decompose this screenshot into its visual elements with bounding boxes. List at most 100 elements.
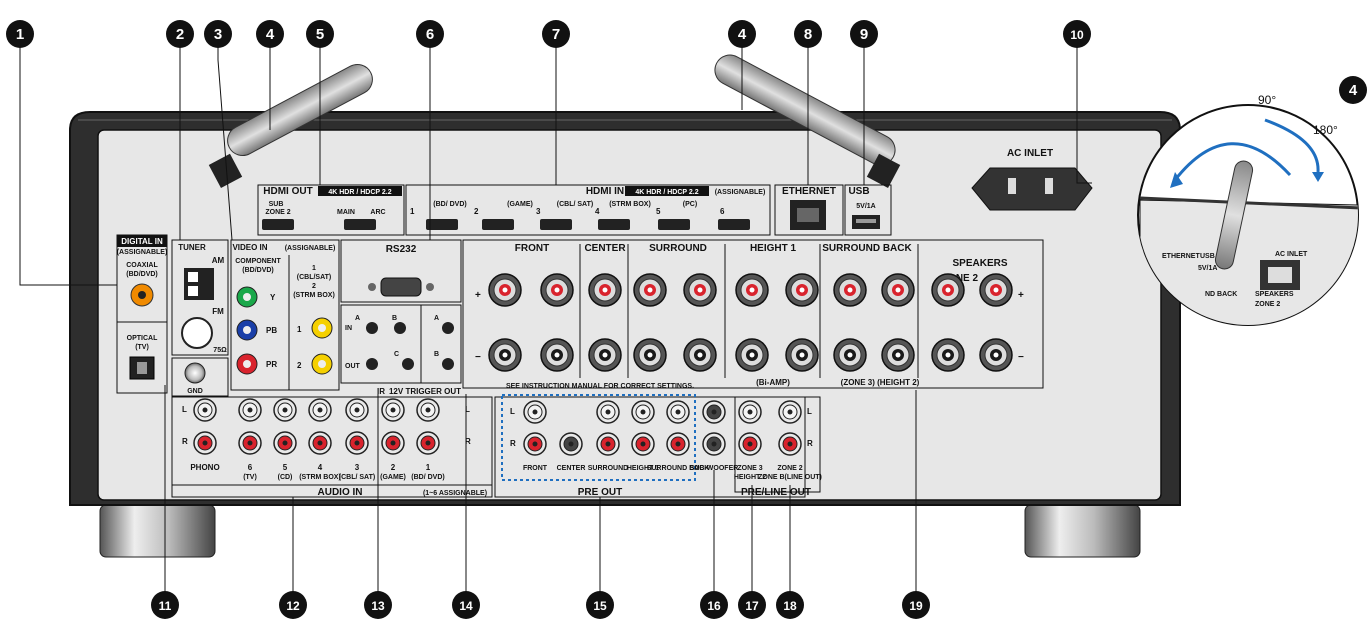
pre-out-front-l-jack[interactable] (523, 400, 547, 424)
speaker-terminal-0-minus[interactable] (488, 338, 522, 372)
ac-inlet-socket[interactable] (971, 167, 1093, 211)
inset-zone2: ZONE 2 (1255, 301, 1280, 308)
audio-in-l-jack-3[interactable] (308, 398, 332, 422)
speaker-terminal-8-minus[interactable] (881, 338, 915, 372)
speaker-terminal-10-minus[interactable] (979, 338, 1013, 372)
pre-out-surround-back-r-jack[interactable] (666, 432, 690, 456)
trigger-a-jack[interactable] (442, 322, 454, 334)
callout-17-num: 17 (745, 599, 759, 613)
zone2-l-jack[interactable] (778, 400, 802, 424)
zone2-r-jack[interactable] (778, 432, 802, 456)
digital-in-sub: (ASSIGNABLE) (117, 249, 168, 256)
audio-in-r-jack-6[interactable] (416, 431, 440, 455)
audio-in-r-jack-1[interactable] (238, 431, 262, 455)
pre-out-surround-l-jack[interactable] (596, 400, 620, 424)
pre-out-center-jack[interactable] (559, 432, 583, 456)
speaker-terminal-4-plus[interactable] (683, 273, 717, 307)
speakers-minus-right: − (1018, 352, 1024, 363)
pre-line-out-l-label: L (807, 407, 812, 416)
speaker-terminal-2-plus[interactable] (588, 273, 622, 307)
audio-in-r-jack-0[interactable] (193, 431, 217, 455)
ir-out-jack[interactable] (366, 358, 378, 370)
zone3-label: ZONE 3 (737, 465, 762, 472)
pre-line-out-r-label: R (807, 439, 813, 448)
hdmi-out-title: HDMI OUT (263, 186, 312, 197)
speaker-terminal-9-plus[interactable] (931, 273, 965, 307)
speaker-terminal-6-plus[interactable] (785, 273, 819, 307)
audio-in-r-jack-5[interactable] (381, 431, 405, 455)
pre-out-r-label: R (510, 439, 516, 448)
rs232-title: RS232 (386, 244, 417, 255)
ir-in-b-jack[interactable] (394, 322, 406, 334)
pre-out-surround-back-l-jack[interactable] (666, 400, 690, 424)
trigger-c-jack[interactable] (402, 358, 414, 370)
fm-jack[interactable] (181, 317, 213, 349)
hdmi-in-1-port[interactable] (426, 219, 458, 230)
audio-in-l-label: L (182, 405, 187, 414)
speaker-terminal-0-plus[interactable] (488, 273, 522, 307)
composite-jack-1-center (318, 324, 326, 332)
speaker-terminal-3-plus[interactable] (633, 273, 667, 307)
speaker-terminal-2-minus[interactable] (588, 338, 622, 372)
audio-in-l-jack-4[interactable] (345, 398, 369, 422)
hdmi-out-sub-port[interactable] (262, 219, 294, 230)
hdmi-in-6-port[interactable] (718, 219, 750, 230)
speaker-terminal-5-plus[interactable] (735, 273, 769, 307)
component-pr-label: PR (266, 360, 277, 369)
pre-out-surround-r-jack[interactable] (596, 432, 620, 456)
audio-in-l-jack-6[interactable] (416, 398, 440, 422)
composite-jack-2-center (318, 360, 326, 368)
audio-in-l-jack-0[interactable] (193, 398, 217, 422)
hdmi-in-4-port[interactable] (598, 219, 630, 230)
speaker-terminal-1-minus[interactable] (540, 338, 574, 372)
callout-4c-num: 4 (1349, 82, 1358, 99)
hdmi-out-main-port[interactable] (344, 219, 376, 230)
speaker-terminal-9-minus[interactable] (931, 338, 965, 372)
trigger-c-label: C (394, 351, 399, 358)
speaker-terminal-7-plus[interactable] (833, 273, 867, 307)
audio-in-4-sub: (STRM BOX) (299, 474, 341, 481)
pre-out-height1-l-jack[interactable] (631, 400, 655, 424)
audio-in-l-jack-2[interactable] (273, 398, 297, 422)
hdmi-in-5-port[interactable] (658, 219, 690, 230)
audio-in-r-jack-4[interactable] (345, 431, 369, 455)
speaker-terminal-4-minus[interactable] (683, 338, 717, 372)
callout-4b-num: 4 (738, 26, 747, 43)
speaker-terminal-7-minus[interactable] (833, 338, 867, 372)
callout-15-num: 15 (593, 599, 607, 613)
callout-4c: 4 (1339, 76, 1367, 104)
speaker-terminal-10-plus[interactable] (979, 273, 1013, 307)
speaker-terminal-5-minus[interactable] (735, 338, 769, 372)
audio-in-section: L R PHONO 6 (TV) 5 (CD) 4 (STRM BOX) 3 (… (171, 396, 493, 498)
audio-in-r-jack-2[interactable] (273, 431, 297, 455)
leader-lines (19, 45, 1092, 605)
audio-in-l-jack-5[interactable] (381, 398, 405, 422)
audio-in-r-label: R (182, 437, 188, 446)
rotation-arrow-180 (1264, 118, 1320, 173)
hdmi-in-section: HDMI IN 4K HDR / HDCP 2.2 (ASSIGNABLE) 1… (405, 184, 771, 236)
pre-out-subwoofer-jack-2[interactable] (702, 432, 726, 456)
pre-out-height1-r-jack[interactable] (631, 432, 655, 456)
speaker-terminal-3-minus[interactable] (633, 338, 667, 372)
usb-title: USB (848, 186, 869, 197)
rotation-arrow-90-head (1170, 172, 1183, 188)
speaker-terminal-8-plus[interactable] (881, 273, 915, 307)
audio-in-l-jack-1[interactable] (238, 398, 262, 422)
hdmi-in-3-port[interactable] (540, 219, 572, 230)
ir-in-a-jack[interactable] (366, 322, 378, 334)
rs232-port[interactable] (380, 277, 422, 297)
gnd-terminal[interactable] (184, 362, 206, 384)
hdmi-in-2-port[interactable] (482, 219, 514, 230)
audio-in-r-jack-3[interactable] (308, 431, 332, 455)
speaker-terminal-1-plus[interactable] (540, 273, 574, 307)
zone3-r-jack[interactable] (738, 432, 762, 456)
gnd-label: GND (187, 388, 203, 395)
pre-out-front-r-jack[interactable] (523, 432, 547, 456)
trigger-b-jack[interactable] (442, 358, 454, 370)
rs232-screw-right (426, 283, 434, 291)
zone3-l-jack[interactable] (738, 400, 762, 424)
speaker-terminal-6-minus[interactable] (785, 338, 819, 372)
hdmi-in-3-sub: (CBL/ SAT) (557, 201, 593, 208)
coaxial-label: COAXIAL (126, 262, 158, 269)
pre-out-subwoofer-jack-1[interactable] (702, 400, 726, 424)
